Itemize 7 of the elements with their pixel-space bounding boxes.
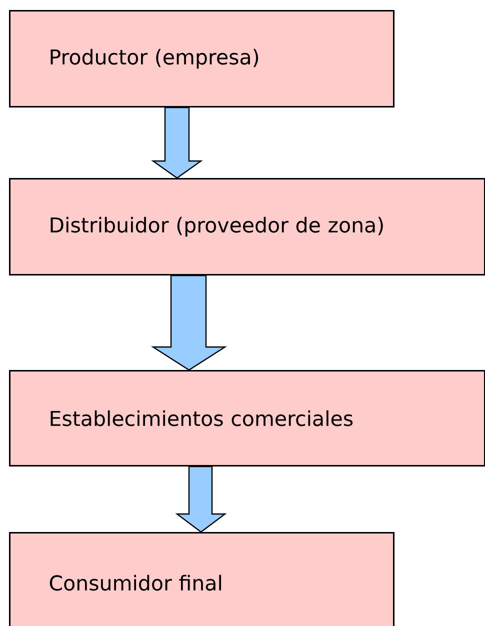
- block-arrow: [150, 274, 228, 371]
- process-box: Distribuidor (proveedor de zona): [9, 178, 485, 276]
- block-arrow: [151, 106, 203, 179]
- process-box: Productor (empresa): [9, 10, 394, 108]
- process-box: Establecimientos comerciales: [9, 370, 485, 466]
- block-arrow: [175, 466, 227, 533]
- process-box: Consumidor final: [9, 532, 394, 626]
